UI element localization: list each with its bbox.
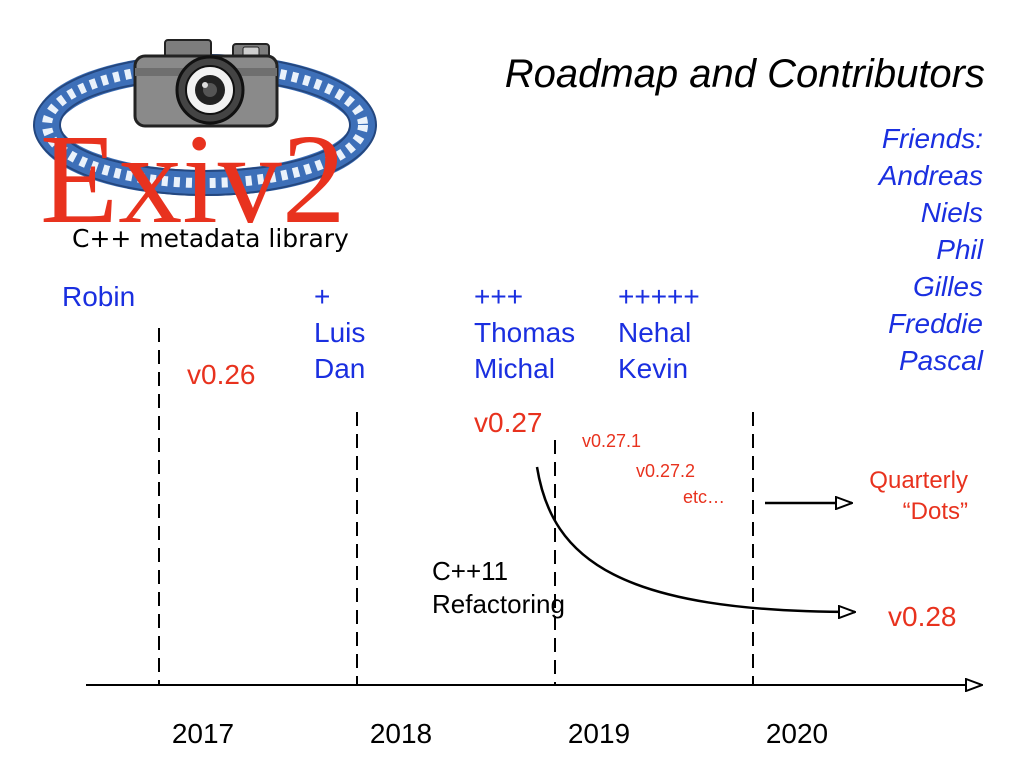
- slide-title: Roadmap and Contributors: [505, 52, 985, 96]
- release-etc: etc…: [683, 487, 725, 507]
- contributor-marker: +++++: [618, 281, 700, 312]
- friend-name: Gilles: [913, 271, 983, 302]
- refactoring-label: Refactoring: [432, 589, 565, 619]
- year-label: 2017: [172, 718, 234, 749]
- year-label: 2019: [568, 718, 630, 749]
- logo-tagline: C++ metadata library: [72, 224, 349, 253]
- contributor-marker: +++: [474, 281, 523, 312]
- contributor-group-2019: +++ Thomas Michal: [474, 281, 575, 384]
- contributor-robin: Robin: [62, 281, 135, 312]
- contributor-name: Luis: [314, 317, 365, 348]
- release-v0271: v0.27.1: [582, 431, 641, 451]
- friend-name: Andreas: [877, 160, 983, 191]
- refactoring-label: C++11: [432, 556, 508, 586]
- quarterly-label: Quarterly: [869, 467, 968, 494]
- refactoring-arrow: [535, 466, 855, 612]
- contributor-name: Michal: [474, 353, 555, 384]
- release-v028: v0.28: [888, 601, 957, 632]
- friend-name: Pascal: [899, 345, 984, 376]
- contributor-name: Kevin: [618, 353, 688, 384]
- logo-wordmark: Exiv2: [40, 108, 346, 250]
- release-v026: v0.26: [187, 359, 256, 390]
- contributor-name: Thomas: [474, 317, 575, 348]
- camera-icon: [133, 39, 279, 128]
- contributor-group-2018: + Luis Dan: [314, 281, 365, 384]
- contributor-name: Dan: [314, 353, 365, 384]
- year-label: 2020: [766, 718, 828, 749]
- year-label: 2018: [370, 718, 432, 749]
- friend-name: Freddie: [888, 308, 983, 339]
- contributor-group-2020: +++++ Nehal Kevin: [618, 281, 700, 384]
- friend-name: Phil: [936, 234, 983, 265]
- friend-name: Niels: [921, 197, 983, 228]
- exiv2-logo: Exiv2 C++ metadata library: [33, 39, 377, 253]
- release-v027: v0.27: [474, 407, 543, 438]
- quarterly-label: “Dots”: [903, 498, 968, 525]
- friends-heading: Friends:: [882, 123, 983, 154]
- release-v0272: v0.27.2: [636, 461, 695, 481]
- contributor-name: Nehal: [618, 317, 691, 348]
- friends-list: Friends: Andreas Niels Phil Gilles Fredd…: [877, 123, 984, 376]
- contributor-marker: +: [314, 281, 330, 312]
